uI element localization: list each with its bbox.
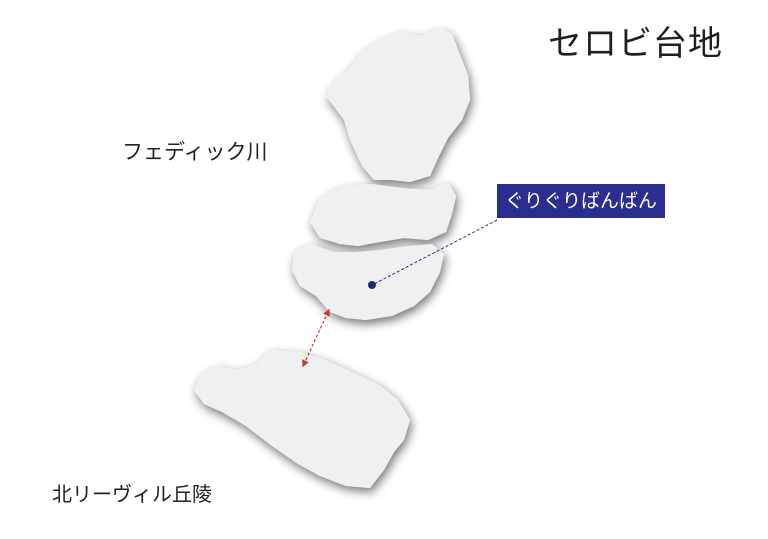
map-title: セロビ台地 [548,24,723,64]
land-region-middle [310,182,456,246]
route-arrow [302,308,330,368]
land-region-south [194,350,410,488]
location-marker[interactable] [368,281,376,289]
callout-leader-line [373,219,498,285]
callout-label[interactable]: ぐりぐりばんばん [497,184,666,218]
land-region-north [326,28,470,182]
land-region-central [292,244,444,320]
label-hills: 北リーヴィル丘陵 [52,482,212,506]
label-river: フェディック川 [122,140,268,164]
